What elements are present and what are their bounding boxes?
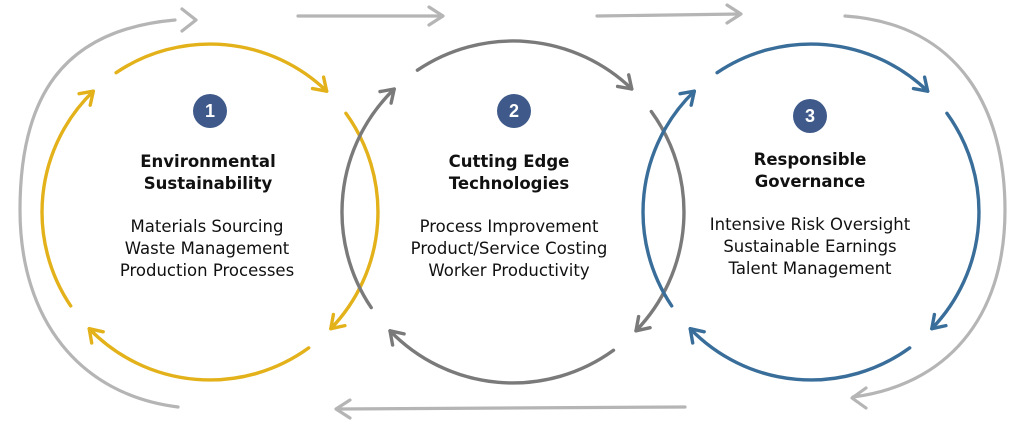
cycle-2-arrowhead-2 xyxy=(634,314,652,333)
cycle-1-arrowhead-2 xyxy=(329,312,347,331)
cycle-1-arrowhead-4 xyxy=(77,89,96,107)
cycle-3-arrowhead-2 xyxy=(930,312,948,331)
outer-arrowhead-right-bottom xyxy=(850,386,868,410)
cycle-title-1: Environmental Sustainability xyxy=(78,151,338,195)
cycle-3-arrowhead-4 xyxy=(678,89,696,107)
cycle-1-arc-3 xyxy=(87,327,311,382)
cycle-2-item: Worker Productivity xyxy=(428,261,590,280)
cycle-3-arrowhead-3 xyxy=(688,327,706,345)
cycle-number-badge-2: 2 xyxy=(497,94,531,128)
cycle-3-arc-3 xyxy=(688,327,912,382)
outer-arc-right xyxy=(843,14,1007,399)
cycle-title-2: Cutting Edge Technologies xyxy=(379,151,639,195)
cycle-title-3-line-2: Governance xyxy=(754,172,866,191)
outer-arc-left xyxy=(18,18,180,409)
cycle-2-item: Process Improvement xyxy=(419,217,599,236)
cycle-3-item: Talent Management xyxy=(728,259,892,278)
cycle-3-arc-1 xyxy=(715,42,930,93)
cycle-1-arrowhead-1 xyxy=(310,75,329,93)
cycle-3-arc-2 xyxy=(930,111,981,331)
cycle-1-arc-4 xyxy=(40,89,95,308)
cycle-1-arc-1 xyxy=(114,42,329,93)
outer-arrowhead-left-top xyxy=(180,7,198,33)
cycle-items-2: Process Improvement Product/Service Cost… xyxy=(369,216,649,282)
cycle-1-arrowhead-3 xyxy=(87,327,105,345)
cycle-1-item: Production Processes xyxy=(119,261,295,280)
cycle-1-item: Waste Management xyxy=(124,239,290,258)
cycle-title-1-line-2: Sustainability xyxy=(143,174,273,193)
cycle-2-arrowhead-3 xyxy=(388,329,406,347)
cycle-2-item: Product/Service Costing xyxy=(410,239,608,258)
cycle-2-arc-4 xyxy=(340,87,396,310)
outer-arrowhead-top-2 xyxy=(725,3,743,25)
cycle-3-arrowhead-1 xyxy=(911,75,930,93)
cycle-3-item: Intensive Risk Oversight xyxy=(709,215,911,234)
cycle-3-arc-4 xyxy=(641,89,696,308)
cycle-title-3: Responsible Governance xyxy=(680,149,940,193)
cycle-title-3-line-1: Responsible xyxy=(753,150,867,169)
cycle-1-arc-2 xyxy=(329,111,380,331)
outer-bottom-line xyxy=(335,405,687,411)
cycle-2-arc-1 xyxy=(415,39,634,91)
cycle-1-item: Materials Sourcing xyxy=(130,217,284,236)
cycle-title-2-line-1: Cutting Edge xyxy=(448,152,570,171)
cycle-2-arrowhead-1 xyxy=(615,73,634,91)
outer-arrowhead-top-1 xyxy=(427,5,445,27)
outer-top-line-2 xyxy=(595,12,742,18)
cycle-2-arc-3 xyxy=(388,329,616,385)
cycle-items-1: Materials Sourcing Waste Management Prod… xyxy=(67,216,347,282)
cycle-3-item: Sustainable Earnings xyxy=(723,237,897,256)
cycle-items-3: Intensive Risk Oversight Sustainable Ear… xyxy=(670,214,950,280)
cycle-2-arrowhead-4 xyxy=(378,87,396,105)
cycle-2-arc-2 xyxy=(634,109,686,333)
cycle-number-badge-3: 3 xyxy=(793,99,827,133)
cycle-title-1-line-1: Environmental xyxy=(140,152,276,171)
outer-arrowhead-bottom xyxy=(334,398,352,420)
cycle-title-2-line-2: Technologies xyxy=(448,174,570,193)
cycle-number-badge-1: 1 xyxy=(193,94,227,128)
